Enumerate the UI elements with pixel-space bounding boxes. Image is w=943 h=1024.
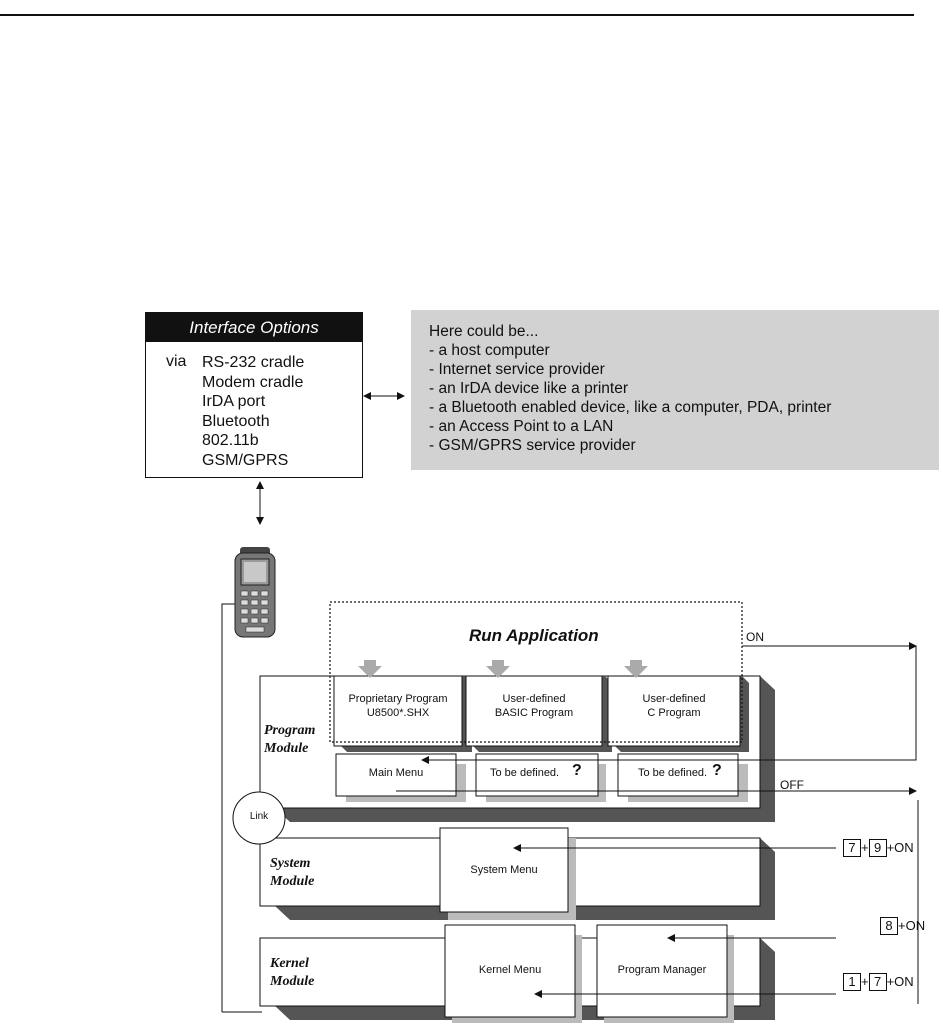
on-suffix: +ON — [898, 918, 926, 933]
app-line: User-defined — [642, 693, 706, 705]
system-key-combo: 7+9+ON — [843, 839, 914, 857]
interface-via-label: via — [166, 353, 187, 370]
app-line: C Program — [647, 707, 701, 719]
left-loop-line — [221, 603, 240, 1012]
menu-box-main — [335, 753, 466, 802]
key-9: 9 — [868, 839, 887, 857]
system-menu-box — [439, 827, 576, 920]
module-label-line: Module — [264, 741, 309, 756]
key-8: 8 — [880, 917, 898, 935]
plus-sign: + — [861, 974, 869, 989]
app-label-proprietary: Proprietary Program U8500*.SHX — [334, 692, 462, 720]
module-label-line: Module — [270, 874, 315, 889]
module-label-line: Kernel — [270, 956, 309, 971]
interface-option: GSM/GPRS — [202, 451, 289, 469]
menu-box-tbd-2 — [617, 753, 748, 802]
interface-option: 802.11b — [202, 432, 259, 449]
question-mark-icon: ? — [712, 762, 722, 779]
app-box-c — [607, 675, 749, 752]
host-line: - a host computer — [429, 342, 550, 359]
link-circle — [232, 791, 286, 845]
main-menu-label: Main Menu — [368, 767, 424, 779]
interface-option: RS-232 cradle — [202, 354, 305, 371]
system-menu-label: System Menu — [470, 864, 538, 876]
on-suffix: +ON — [886, 974, 914, 989]
app-line: BASIC Program — [494, 707, 574, 719]
module-label-line: System — [270, 856, 311, 871]
on-label: ON — [746, 630, 764, 644]
tbd-label-1: To be defined. — [490, 767, 560, 779]
menu-box-tbd-1 — [475, 753, 606, 802]
key-7: 7 — [868, 973, 887, 991]
interface-option: IrDA port — [202, 393, 266, 410]
program-manager-label: Program Manager — [617, 964, 707, 976]
handheld-terminal-icon — [234, 547, 276, 638]
app-line: U8500*.SHX — [366, 707, 430, 719]
question-mark-icon: ? — [572, 762, 582, 779]
interface-options-title: Interface Options — [146, 313, 362, 342]
host-devices-box: Here could be... - a host computer - Int… — [411, 310, 939, 470]
interface-options-box: Interface Options via RS-232 cradle Mode… — [145, 312, 363, 478]
host-line: - GSM/GPRS service provider — [429, 437, 636, 454]
return-to-main-arrow — [421, 646, 917, 764]
kernel-menu-box — [444, 924, 582, 1023]
program-module-label: Program Module — [264, 722, 315, 758]
host-line: - Internet service provider — [429, 361, 605, 378]
run-application-frame — [329, 601, 743, 743]
manager-key-combo: 8+ON — [880, 917, 925, 935]
top-rule — [0, 14, 914, 16]
module-label-line: Module — [270, 974, 315, 989]
interface-options-list: RS-232 cradle Modem cradle IrDA port Blu… — [202, 353, 304, 470]
host-line: - an IrDA device like a printer — [429, 380, 629, 397]
app-line: Proprietary Program — [348, 693, 448, 705]
kernel-module-label: Kernel Module — [270, 955, 314, 991]
program-manager-box — [596, 924, 734, 1023]
interface-option: Bluetooth — [202, 412, 270, 430]
on-suffix: +ON — [886, 840, 914, 855]
system-module-label: System Module — [270, 855, 314, 891]
module-label-line: Program — [264, 723, 316, 738]
host-line: - a Bluetooth enabled device, like a com… — [429, 399, 832, 416]
kernel-key-combo: 1+7+ON — [843, 973, 914, 991]
host-line: - an Access Point to a LAN — [429, 418, 614, 435]
interface-option: Modem cradle — [202, 373, 304, 391]
run-down-arrows — [358, 660, 648, 678]
run-application-title: Run Application — [469, 626, 599, 645]
key-1: 1 — [843, 973, 861, 991]
off-label: OFF — [780, 778, 804, 792]
app-label-basic: User-defined BASIC Program — [466, 692, 602, 720]
plus-sign: + — [861, 840, 869, 855]
app-box-proprietary — [333, 675, 472, 752]
host-devices-text: Here could be... - a host computer - Int… — [429, 322, 831, 455]
tbd-label-2: To be defined. — [638, 767, 708, 779]
kernel-menu-label: Kernel Menu — [478, 964, 542, 976]
app-line: User-defined — [502, 693, 566, 705]
app-label-c: User-defined C Program — [608, 692, 740, 720]
app-box-basic — [465, 675, 612, 752]
key-7: 7 — [843, 839, 861, 857]
link-label: Link — [249, 811, 269, 822]
host-heading: Here could be... — [429, 323, 539, 340]
